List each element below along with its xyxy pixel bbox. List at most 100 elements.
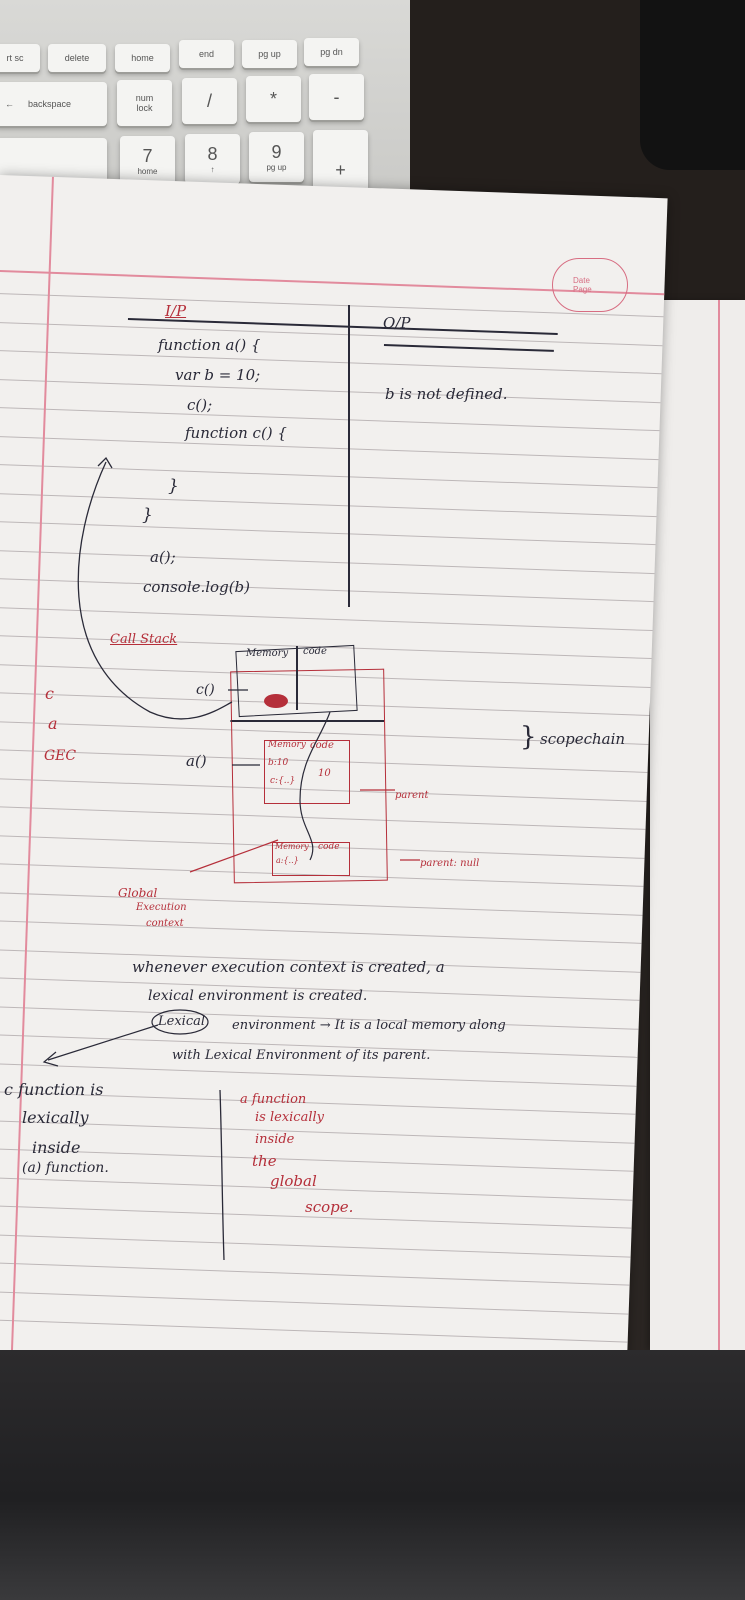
scope-chain-brace: } xyxy=(520,722,537,752)
key-label: end xyxy=(198,49,215,59)
left-note-line: lexically xyxy=(22,1108,89,1127)
chain-line xyxy=(299,711,331,861)
right-note-line: scope. xyxy=(305,1198,354,1216)
stamp-date-label: Date xyxy=(573,276,590,285)
key-7: 7 home xyxy=(120,136,175,186)
key-label: home xyxy=(131,53,154,63)
left-note-line: inside xyxy=(32,1138,81,1157)
note-line-4: with Lexical Environment of its parent. xyxy=(172,1048,431,1063)
key-label: pg dn xyxy=(320,47,343,57)
note-line-3: environment → It is a local memory along xyxy=(232,1018,506,1033)
key-label: rt sc xyxy=(6,53,24,63)
gec-label: Global xyxy=(118,886,158,900)
code-line: console.log(b) xyxy=(143,578,250,596)
lexical-circle xyxy=(151,1009,209,1035)
code-line: } xyxy=(168,476,179,496)
frame-a-extra: c:{..} xyxy=(270,776,296,786)
note-line-2: lexical environment is created. xyxy=(148,988,368,1004)
code-line: function c() { xyxy=(185,424,287,442)
frame-a-label: a() xyxy=(186,752,207,770)
code-line: } xyxy=(142,505,153,525)
key-pg-up: pg up xyxy=(242,40,297,68)
left-note-line: (a) function. xyxy=(22,1160,109,1176)
key-star: * xyxy=(246,76,301,122)
margin-line xyxy=(718,300,720,1350)
call-stack-label: Call Stack xyxy=(110,632,178,647)
right-note-line: global xyxy=(270,1172,317,1190)
key-label: backspace xyxy=(28,99,72,109)
code-line: c(); xyxy=(187,396,213,414)
date-page-stamp: Date Page xyxy=(552,258,628,312)
key-label: 9 xyxy=(271,142,282,162)
note-line-1: whenever execution context is created, a xyxy=(132,958,445,976)
right-note-line: the xyxy=(252,1152,277,1170)
stack-side-label: GEC xyxy=(44,748,77,764)
key-sublabel: pg up xyxy=(266,163,287,172)
key-end: end xyxy=(179,40,234,68)
stack-side-label: c xyxy=(45,684,54,703)
arrow-head xyxy=(42,1051,59,1067)
key-delete: delete xyxy=(48,44,106,72)
key-label: pg up xyxy=(258,49,281,59)
curve-arrow xyxy=(77,461,233,720)
note-arrow xyxy=(47,1024,159,1061)
key-9: 9 pg up xyxy=(249,132,304,182)
parent-null-label: parent: null xyxy=(420,858,480,869)
gec-label: context xyxy=(146,918,184,929)
gec-arrow xyxy=(189,839,279,873)
output-text: b is not defined. xyxy=(385,385,508,403)
code-header: code xyxy=(310,740,334,751)
stack-side-label: a xyxy=(48,714,58,733)
gec-label: Execution xyxy=(136,902,187,913)
code-line: function a() { xyxy=(158,336,261,354)
key-label: num lock xyxy=(135,93,154,113)
arrow-left-icon: ← xyxy=(5,99,14,109)
key-slash: / xyxy=(182,78,237,124)
frame-c-col xyxy=(296,646,298,710)
key-8: 8 ↑ xyxy=(185,134,240,184)
parent-label: parent xyxy=(395,790,429,801)
key-label: - xyxy=(333,86,340,107)
key-label: 8 xyxy=(207,144,218,164)
key-prt-sc: rt sc xyxy=(0,44,40,72)
key-pg-dn: pg dn xyxy=(304,38,359,66)
frame-a-box xyxy=(264,740,350,804)
code-line: var b = 10; xyxy=(175,366,261,384)
memory-header: Memory xyxy=(275,842,309,851)
right-note-line: inside xyxy=(255,1132,295,1147)
gec-memory: a:{..} xyxy=(276,856,299,865)
frame-a-memory: b:10 xyxy=(268,758,289,768)
lexical-circled-word: Lexical xyxy=(158,1014,206,1029)
frame-a-code: 10 xyxy=(318,768,331,779)
key-home: home xyxy=(115,44,170,72)
input-header: I/P xyxy=(165,302,187,320)
code-header: code xyxy=(318,842,340,852)
notebook-page-right xyxy=(650,300,745,1350)
memory-header: Memory xyxy=(246,648,289,659)
arrow-up-icon: ↑ xyxy=(210,165,215,174)
frame-c-label: c() xyxy=(196,682,215,698)
divider-line xyxy=(219,1089,225,1261)
key-num-lock: num lock xyxy=(117,80,172,126)
output-header: O/P xyxy=(383,314,411,332)
code-header: code xyxy=(303,646,327,657)
right-note-line: a function xyxy=(240,1092,307,1107)
scribble-mark xyxy=(264,694,288,708)
key-minus: - xyxy=(309,74,364,120)
key-label: * xyxy=(269,88,277,109)
stamp-page-label: Page xyxy=(573,285,592,294)
code-line: a(); xyxy=(150,548,176,566)
key-label: / xyxy=(206,90,212,111)
key-label: + xyxy=(335,159,346,180)
dark-fabric xyxy=(0,1350,745,1600)
key-label: delete xyxy=(64,53,90,63)
table-divider xyxy=(348,305,350,607)
dark-device xyxy=(640,0,745,170)
arrow-head xyxy=(97,456,113,469)
memory-header: Memory xyxy=(268,740,306,750)
key-backspace: ← backspace xyxy=(0,82,107,126)
right-note-line: is lexically xyxy=(255,1110,324,1125)
key-sublabel: home xyxy=(137,167,158,176)
left-note-line: c function is xyxy=(4,1080,104,1099)
